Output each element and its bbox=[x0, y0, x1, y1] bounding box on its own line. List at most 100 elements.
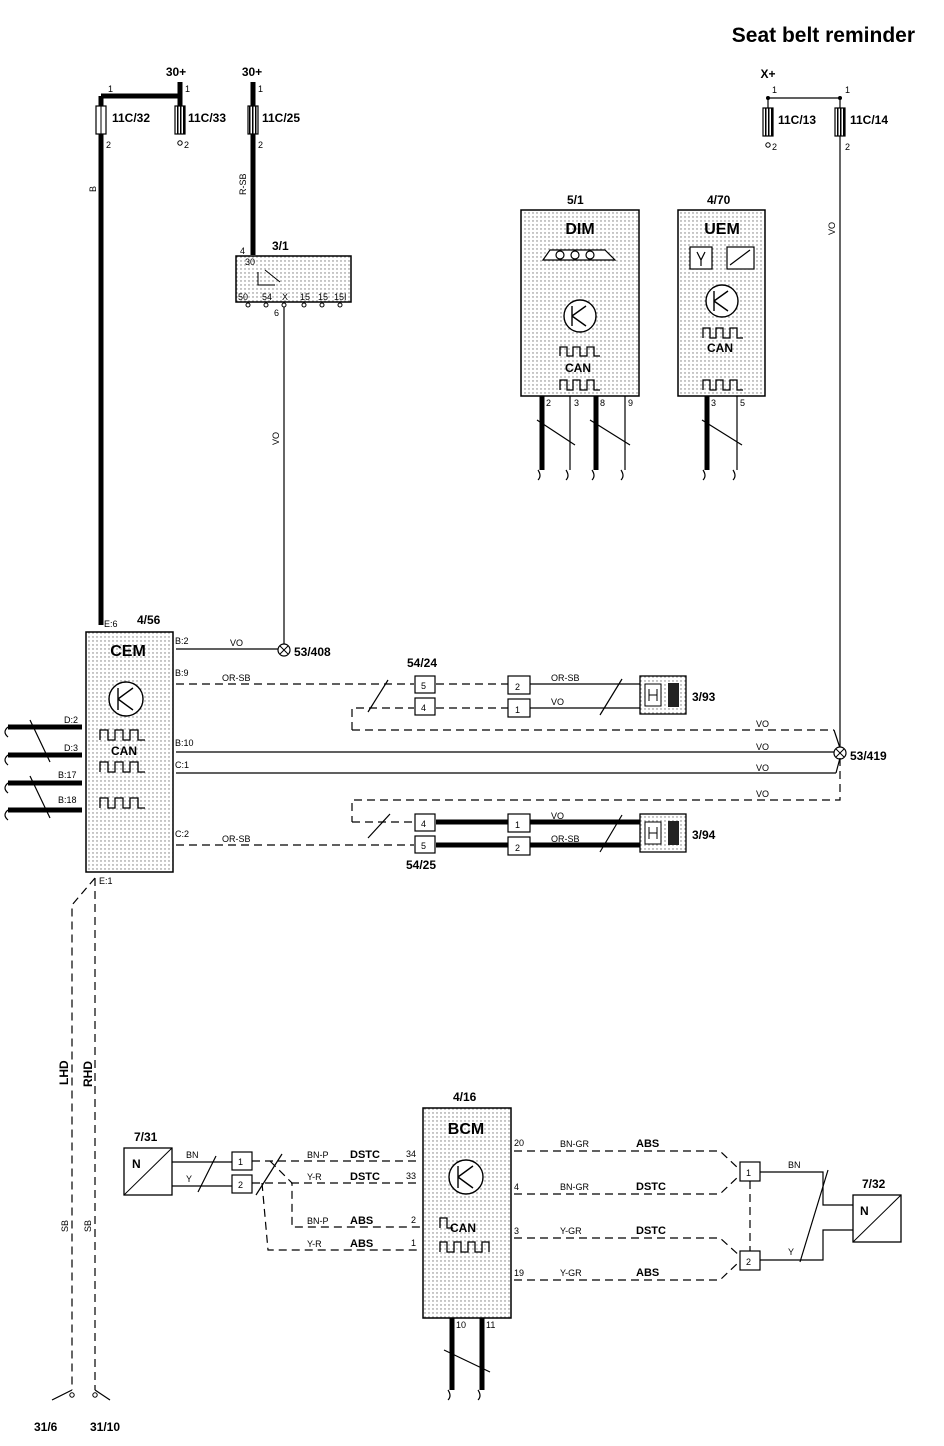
transistor-icon bbox=[563, 299, 597, 333]
bcm-name: BCM bbox=[448, 1121, 484, 1138]
cem-pin-c1: C:1 bbox=[175, 760, 189, 770]
wire-label: Y-GR bbox=[560, 1226, 582, 1236]
wire-label: VO bbox=[551, 811, 564, 821]
pin-label: 5 bbox=[421, 841, 426, 851]
supply-x-label: X+ bbox=[760, 67, 775, 81]
wire-twist bbox=[799, 1169, 829, 1263]
cem-pin-e6: E:6 bbox=[104, 619, 118, 629]
uem-id: 4/70 bbox=[707, 193, 731, 207]
wire-label: VO bbox=[756, 789, 769, 799]
fuse-pin: 1 bbox=[845, 85, 850, 95]
can-signal-icon bbox=[99, 729, 145, 809]
transistor-icon bbox=[108, 681, 144, 717]
fuse-label-11c25: 11C/25 bbox=[262, 111, 300, 125]
terminal-dot bbox=[177, 140, 183, 146]
pin-label: 5 bbox=[421, 681, 426, 691]
signal-label: DSTC bbox=[636, 1181, 666, 1193]
fuse-pin: 1 bbox=[108, 84, 113, 94]
fuse-pin: 2 bbox=[184, 140, 189, 150]
cem-can-bus-wires bbox=[4, 719, 82, 821]
pin-label: 3 bbox=[574, 398, 579, 408]
pin-label: 8 bbox=[600, 398, 605, 408]
fuse-pin: 1 bbox=[772, 85, 777, 95]
pin-label: 1 bbox=[238, 1157, 243, 1167]
splice-53-408: 53/408 bbox=[294, 645, 331, 659]
pin-label: 54 bbox=[262, 292, 272, 302]
variant-lhd: LHD bbox=[57, 1060, 71, 1085]
wire-twist bbox=[599, 814, 623, 853]
supply-30-label-1: 30+ bbox=[166, 65, 186, 79]
ground-icon bbox=[51, 1389, 111, 1401]
wire-label: BN-P bbox=[307, 1216, 329, 1226]
bcm-pins bbox=[443, 1318, 491, 1401]
wire-label: Y bbox=[186, 1174, 192, 1184]
wire-solid bbox=[760, 1171, 853, 1261]
fuse-label-11c13: 11C/13 bbox=[778, 113, 816, 127]
pin-label: 1 bbox=[515, 705, 520, 715]
signal-label: DSTC bbox=[350, 1149, 380, 1161]
cem-can-label: CAN bbox=[111, 744, 137, 758]
fuse-pin: 2 bbox=[258, 140, 263, 150]
pin-label: 6 bbox=[274, 308, 279, 318]
component-3-93: 3/93 bbox=[692, 690, 716, 704]
cem-id: 4/56 bbox=[137, 613, 161, 627]
connector-54-24: 54/24 bbox=[407, 656, 437, 670]
fuse-label-11c32: 11C/32 bbox=[112, 111, 150, 125]
cem-pin-c2: C:2 bbox=[175, 829, 189, 839]
can-signal-icon bbox=[702, 327, 743, 391]
pin-label: 2 bbox=[238, 1180, 243, 1190]
wire-twist bbox=[367, 813, 391, 839]
pin-label: 2 bbox=[411, 1215, 416, 1225]
bcm-id: 4/16 bbox=[453, 1090, 477, 1104]
pin-label: 50 bbox=[238, 292, 248, 302]
wire-label: Y bbox=[788, 1247, 794, 1257]
pin-label: 33 bbox=[406, 1171, 416, 1181]
sensor-letter: N bbox=[132, 1157, 141, 1171]
signal-label: ABS bbox=[350, 1238, 373, 1250]
sensor-letter: N bbox=[860, 1204, 869, 1218]
signal-label: DSTC bbox=[350, 1171, 380, 1183]
dim-pins bbox=[536, 396, 631, 481]
wire-label: OR-SB bbox=[551, 673, 580, 683]
pin-label: X bbox=[282, 292, 288, 302]
bcm-module bbox=[422, 1107, 512, 1319]
uem-can-label: CAN bbox=[707, 341, 733, 355]
connector-54-25: 54/25 bbox=[406, 858, 436, 872]
ignition-switch bbox=[235, 255, 352, 303]
sensor-7-32: 7/32 bbox=[862, 1177, 886, 1191]
fuse-icon bbox=[247, 105, 259, 135]
ground-31-10: 31/10 bbox=[90, 1420, 120, 1434]
dim-id: 5/1 bbox=[567, 193, 584, 207]
ignition-contacts-icon bbox=[257, 269, 281, 286]
pin-label: 10 bbox=[456, 1320, 466, 1330]
cem-pin-b2: B:2 bbox=[175, 636, 189, 646]
fuse-label-11c33: 11C/33 bbox=[188, 111, 226, 125]
can-signal-icon bbox=[559, 346, 600, 391]
seatbelt-switch-icon bbox=[639, 675, 687, 715]
seatbelt-warning-icon bbox=[541, 249, 617, 261]
wire-label: OR-SB bbox=[551, 834, 580, 844]
pin-label: 9 bbox=[628, 398, 633, 408]
wire-label: BN-P bbox=[307, 1150, 329, 1160]
wire-label: Y-R bbox=[307, 1172, 322, 1182]
pin-label: 3 bbox=[711, 398, 716, 408]
cem-module bbox=[85, 631, 174, 873]
cem-pin-e1: E:1 bbox=[99, 876, 113, 886]
wire-label: VO bbox=[551, 697, 564, 707]
pin-label: 34 bbox=[406, 1149, 416, 1159]
pin-label: 19 bbox=[514, 1268, 524, 1278]
fuse-icon bbox=[174, 105, 186, 135]
pin-label: 15 bbox=[318, 292, 328, 302]
wire-dashed bbox=[514, 1150, 741, 1281]
wire-twist bbox=[255, 1153, 283, 1196]
wire-label: OR-SB bbox=[222, 834, 251, 844]
seatbelt-switch-icon bbox=[639, 813, 687, 853]
switch-symbol-icon bbox=[689, 246, 755, 270]
wire-vo-loop bbox=[351, 707, 414, 730]
fuse-pin: 2 bbox=[845, 142, 850, 152]
bcm-can-label: CAN bbox=[450, 1221, 476, 1235]
wire-dashed bbox=[252, 1160, 420, 1184]
pin-label: 2 bbox=[515, 843, 520, 853]
wire-label: VO bbox=[756, 763, 769, 773]
